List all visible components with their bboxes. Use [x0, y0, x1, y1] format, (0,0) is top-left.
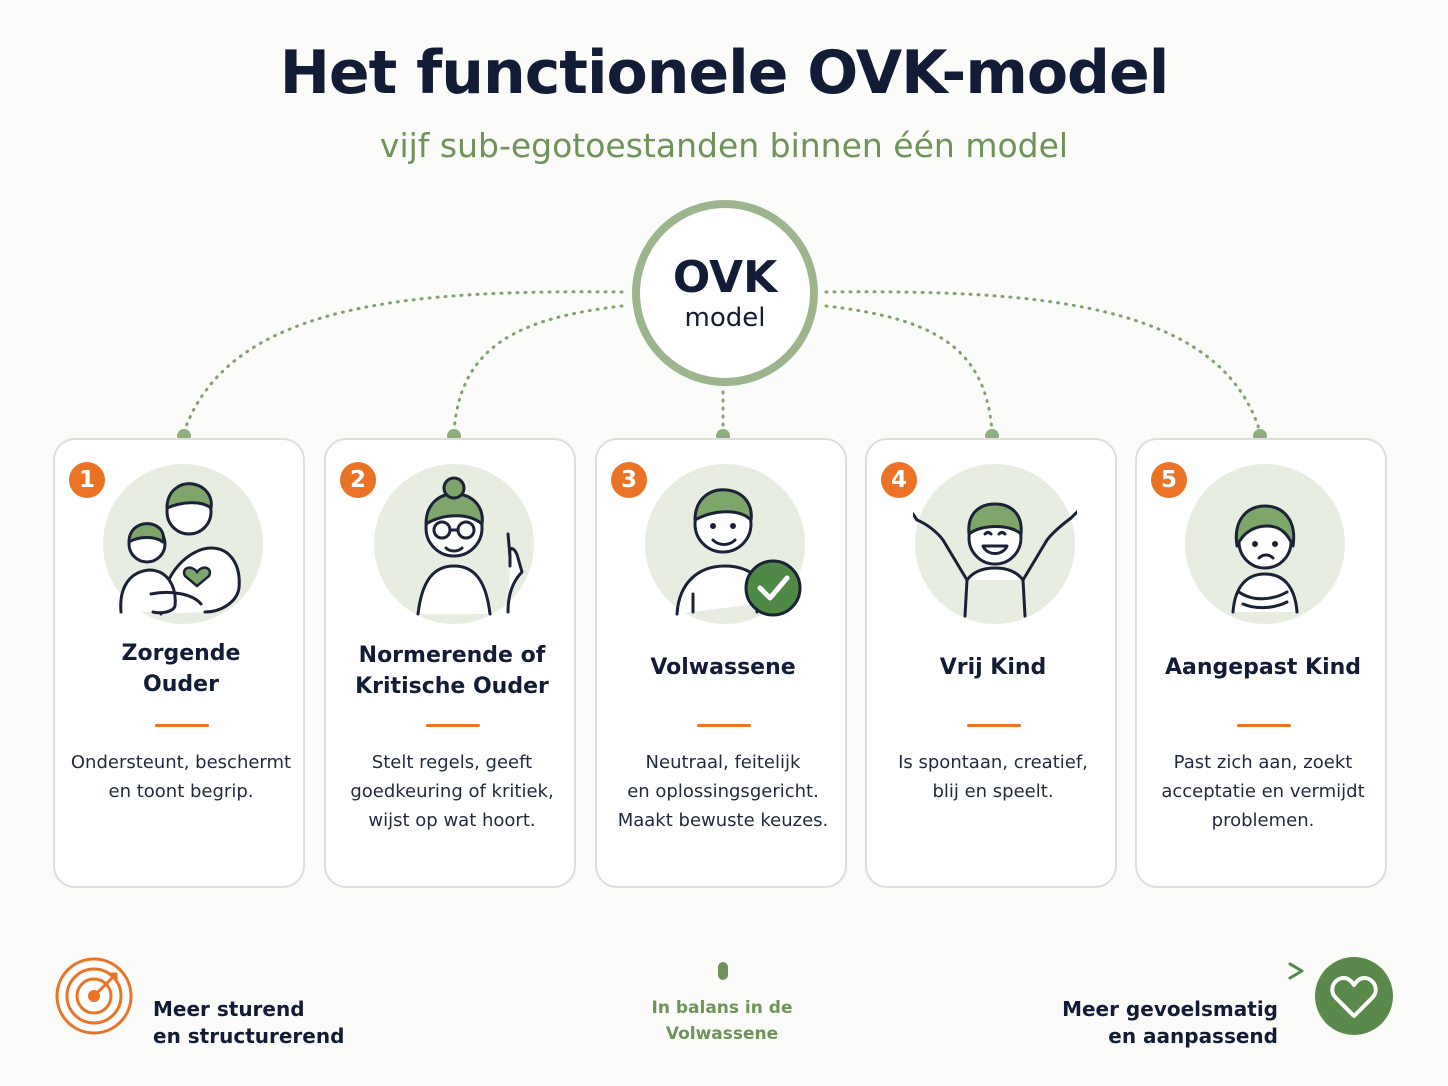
card-title-line: Aangepast Kind: [1164, 655, 1362, 680]
heart-icon: [1315, 957, 1393, 1035]
connector-4: [824, 304, 994, 434]
adult-icon: [645, 464, 805, 624]
card-title-line: Normerende of: [358, 643, 546, 668]
label-line: Meer gevoelsmatig: [1062, 997, 1278, 1021]
connector-2: [452, 304, 624, 434]
connector-5: [824, 290, 1262, 434]
card-title-line: Ouder: [143, 672, 219, 697]
card-desc-line: blij en speelt.: [932, 781, 1054, 802]
card-title-line: Vrij Kind: [939, 655, 1047, 680]
label-line: Meer sturend: [153, 997, 305, 1021]
label-line: Volwassene: [665, 1024, 779, 1044]
card-title: Normerende of Kritische Ouder: [334, 640, 570, 702]
card-normerende-ouder: 2 Normerende of Kritische Ouder Stelt re…: [324, 438, 576, 888]
nurturing-parent-icon: [103, 464, 263, 624]
connector-1: [182, 290, 624, 434]
spectrum-right-label: Meer gevoelsmatig en aanpassend: [978, 996, 1278, 1050]
card-number-badge: 1: [69, 462, 105, 498]
card-description: Stelt regels, geeft goedkeuring of kriti…: [336, 748, 568, 835]
card-zorgende-ouder: 1 Zorgende Ouder Ondersteunt, beschermt …: [53, 438, 305, 888]
target-icon: [55, 957, 133, 1035]
page-title: Het functionele OVK-model: [279, 38, 1170, 108]
card-title: Volwassene: [605, 652, 841, 683]
card-volwassene: 3 Volwassene Neutraal, feitelijk en oplo…: [595, 438, 847, 888]
card-title: Vrij Kind: [875, 652, 1111, 683]
card-divider: [426, 724, 480, 727]
label-line: en aanpassend: [1108, 1024, 1278, 1048]
card-desc-line: problemen.: [1211, 810, 1315, 831]
card-title-line: Kritische Ouder: [355, 674, 549, 699]
label-line: en structurerend: [153, 1024, 345, 1048]
card-number-badge: 3: [611, 462, 647, 498]
card-desc-line: Ondersteunt, beschermt: [70, 752, 292, 773]
card-divider: [1237, 724, 1291, 727]
card-title-line: Zorgende: [121, 641, 241, 666]
card-description: Is spontaan, creatief, blij en speelt.: [877, 748, 1109, 806]
page-subtitle: vijf sub-egotoestanden binnen één model: [379, 126, 1069, 165]
balance-marker: [718, 962, 728, 980]
critical-parent-icon: [374, 464, 534, 624]
card-number-badge: 5: [1151, 462, 1187, 498]
card-desc-line: wijst op wat hoort.: [368, 810, 536, 831]
card-divider: [967, 724, 1021, 727]
free-child-icon: [913, 464, 1077, 624]
label-line: In balans in de: [651, 998, 793, 1018]
card-desc-line: en toont begrip.: [108, 781, 254, 802]
card-desc-line: acceptatie en vermijdt: [1161, 781, 1365, 802]
card-aangepast-kind: 5 Aangepast Kind Past zich aan, zoekt ac…: [1135, 438, 1387, 888]
hub-subtitle: model: [684, 303, 766, 333]
card-title: Zorgende Ouder: [63, 638, 299, 700]
card-desc-line: Past zich aan, zoekt: [1173, 752, 1353, 773]
card-divider: [155, 724, 209, 727]
spectrum-middle-label: In balans in de Volwassene: [602, 995, 842, 1047]
card-desc-line: Is spontaan, creatief,: [898, 752, 1088, 773]
spectrum-axis: [154, 962, 1304, 980]
spectrum-left-label: Meer sturend en structurerend: [153, 996, 453, 1050]
card-number-badge: 2: [340, 462, 376, 498]
card-description: Past zich aan, zoekt acceptatie en vermi…: [1147, 748, 1379, 835]
card-vrij-kind: 4 Vrij Kind Is spontaan, creatief, blij …: [865, 438, 1117, 888]
card-desc-line: Maakt bewuste keuzes.: [617, 810, 829, 831]
card-title: Aangepast Kind: [1145, 652, 1381, 683]
card-desc-line: Neutraal, feitelijk: [645, 752, 801, 773]
card-description: Neutraal, feitelijk en oplossingsgericht…: [607, 748, 839, 835]
card-number-badge: 4: [881, 462, 917, 498]
card-description: Ondersteunt, beschermt en toont begrip.: [65, 748, 297, 806]
card-desc-line: Stelt regels, geeft: [371, 752, 533, 773]
card-desc-line: goedkeuring of kritiek,: [350, 781, 554, 802]
card-desc-line: en oplossingsgericht.: [627, 781, 819, 802]
adapted-child-icon: [1185, 464, 1345, 624]
card-title-line: Volwassene: [650, 655, 796, 680]
card-divider: [697, 724, 751, 727]
ovk-hub-circle: OVK model: [632, 200, 818, 386]
hub-title: OVK: [672, 252, 778, 303]
